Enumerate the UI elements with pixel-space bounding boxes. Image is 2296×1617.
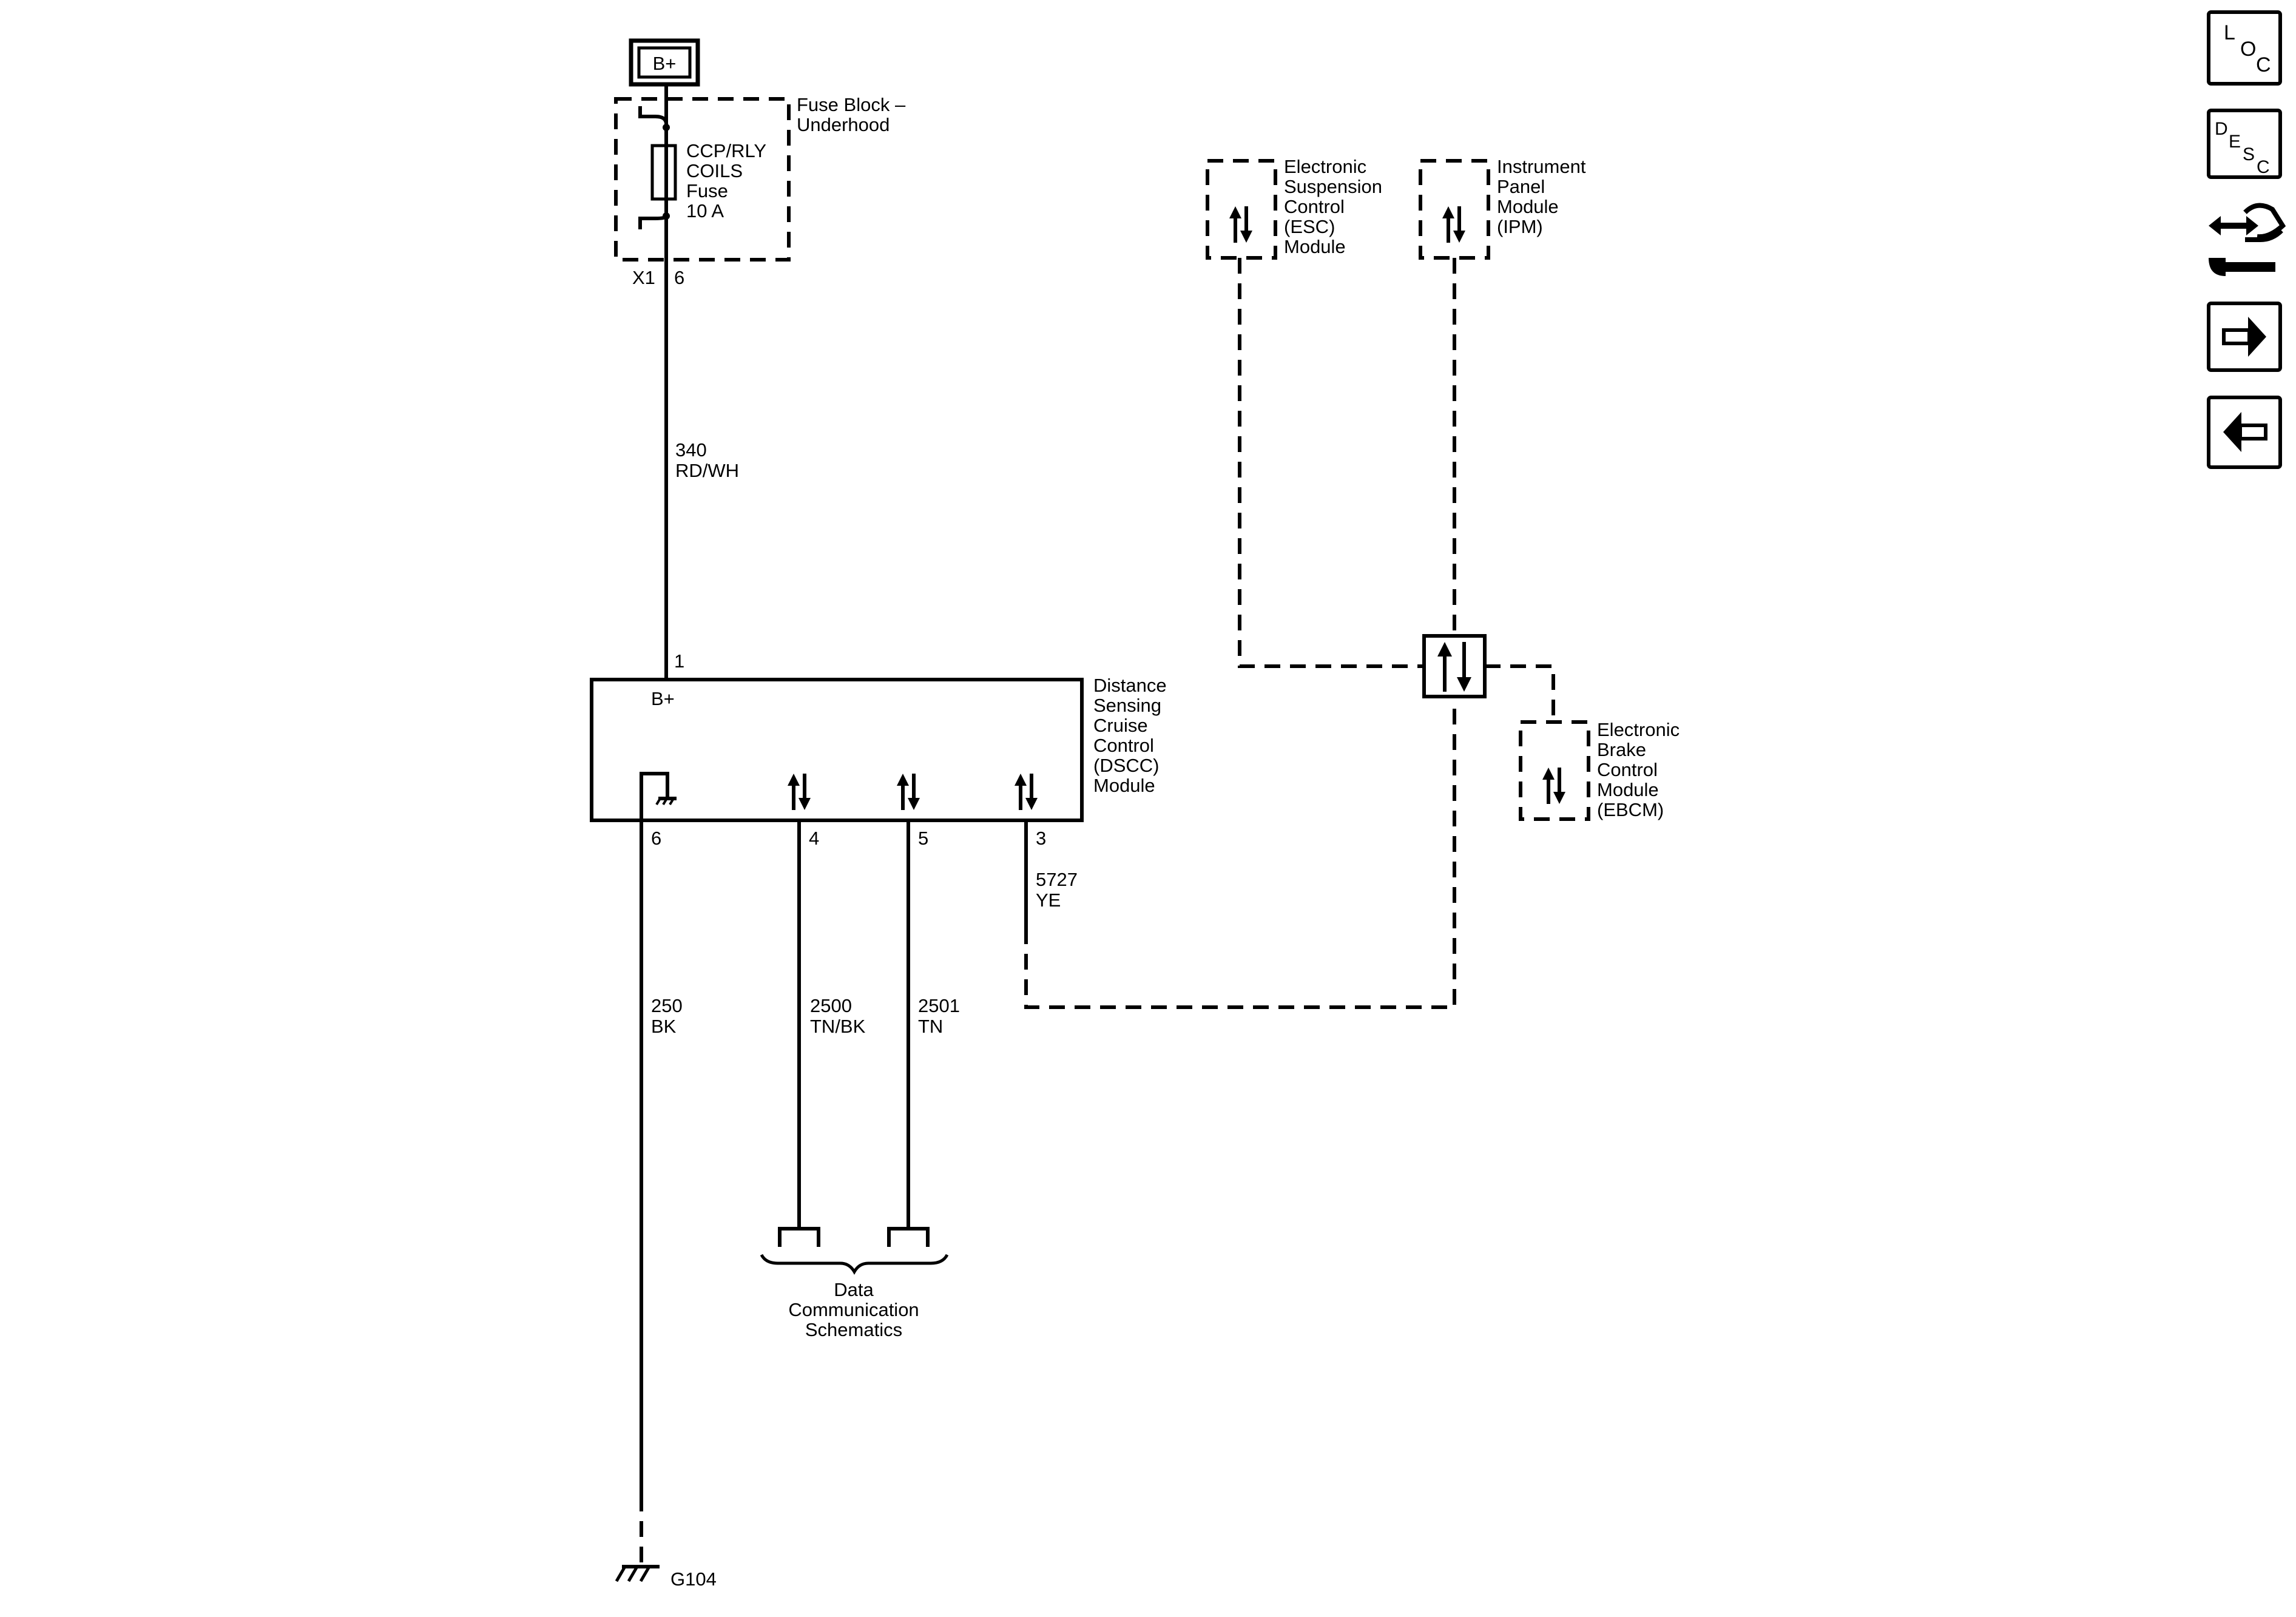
next-page-button[interactable]	[2207, 302, 2282, 372]
ipm-name-2: Panel	[1497, 176, 1545, 197]
fuse-block-underhood: Fuse Block – Underhood CCP/RLY COILS Fus…	[614, 94, 906, 288]
data-communication-reference: Data Communication Schematics	[760, 1254, 949, 1340]
description-view-icon: D E S C	[2215, 119, 2270, 177]
fuse-label-1: CCP/RLY	[686, 140, 766, 161]
wire-5727-color: YE	[1036, 890, 1061, 911]
dscc-name-1: Distance	[1093, 675, 1167, 696]
fuse-label-4: 10 A	[686, 200, 724, 221]
wire-2501-tn: 2501 TN	[887, 820, 960, 1247]
ground-label: G104	[670, 1568, 717, 1590]
fuse-block-name-1: Fuse Block –	[797, 94, 906, 115]
dscc-pin-can-high: 4	[809, 828, 819, 849]
svg-text:C: C	[2257, 157, 2270, 177]
esc-name-1: Electronic	[1284, 156, 1366, 177]
ipm-name-4: (IPM)	[1497, 216, 1543, 237]
power-source-b-plus: B+	[629, 38, 700, 87]
ebcm-module: Electronic Brake Control Module (EBCM)	[1519, 719, 1680, 821]
dscc-pin-can-low: 5	[918, 828, 928, 849]
serial-data-icon	[1015, 774, 1038, 810]
dscc-name-2: Sensing	[1093, 695, 1161, 716]
data-comm-label-3: Schematics	[805, 1319, 902, 1340]
svg-text:D: D	[2215, 119, 2228, 139]
wire-5727-circuit: 5727	[1036, 869, 1078, 890]
ground-g104: G104	[615, 1565, 717, 1590]
location-view-icon: L O C	[2224, 21, 2271, 76]
chassis-ground-icon	[615, 1565, 660, 1582]
esc-name-2: Suspension	[1284, 176, 1382, 197]
ebcm-name-3: Control	[1597, 759, 1658, 780]
dscc-power-label: B+	[651, 688, 675, 709]
serial-data-icon	[1542, 768, 1565, 804]
ebcm-name-1: Electronic	[1597, 719, 1680, 740]
data-comm-label-1: Data	[834, 1279, 874, 1300]
ebcm-name-5: (EBCM)	[1597, 799, 1664, 820]
serial-data-icon	[897, 774, 920, 810]
fuse-label-2: COILS	[686, 160, 743, 181]
serial-data-splice	[1422, 634, 1487, 698]
connector-wrench-icon	[2209, 203, 2286, 276]
data-comm-label-2: Communication	[788, 1299, 919, 1320]
wire-5727-ye: 5727 YE	[1024, 699, 1456, 1009]
svg-text:S: S	[2243, 144, 2255, 164]
esc-name-5: Module	[1284, 236, 1346, 257]
dscc-pin-power: 1	[674, 650, 684, 672]
esc-name-3: Control	[1284, 196, 1345, 217]
wire-250-bk: 250 BK	[640, 820, 683, 1562]
dscc-name-5: (DSCC)	[1093, 755, 1160, 776]
fuse-block-name-2: Underhood	[797, 114, 890, 135]
ipm-name-3: Module	[1497, 196, 1559, 217]
ebcm-name-2: Brake	[1597, 739, 1646, 760]
connector-view-button[interactable]	[2209, 200, 2286, 282]
serial-data-icon	[788, 774, 811, 810]
serial-data-icon	[1442, 206, 1465, 243]
svg-text:C: C	[2256, 53, 2271, 76]
serial-data-icon	[1229, 206, 1252, 243]
esc-module: Electronic Suspension Control (ESC) Modu…	[1206, 156, 1382, 260]
ebcm-name-4: Module	[1597, 779, 1659, 800]
dscc-module: 1 B+ Distance Sensing Cruise Control (DS…	[590, 650, 1167, 849]
internal-ground-icon	[640, 772, 677, 820]
arrow-left-icon	[2223, 412, 2267, 452]
desc-view-button[interactable]: D E S C	[2207, 109, 2282, 179]
wire-250-color: BK	[651, 1016, 677, 1037]
wire-2500-circuit: 2500	[810, 995, 852, 1016]
arrow-right-icon	[2222, 317, 2266, 357]
fuse-label-3: Fuse	[686, 180, 728, 201]
dscc-pin-serial: 3	[1036, 828, 1046, 849]
fuse-connector-label: X1	[632, 267, 655, 288]
wire-2500-color: TN/BK	[810, 1016, 866, 1037]
dscc-name-6: Module	[1093, 775, 1155, 796]
serial-data-icon	[1437, 642, 1471, 692]
dscc-name-3: Cruise	[1093, 715, 1148, 736]
wire-340-color: RD/WH	[675, 460, 739, 481]
dscc-pin-ground: 6	[651, 828, 661, 849]
ipm-name-1: Instrument	[1497, 156, 1586, 177]
fuse-pin-label: 6	[674, 267, 684, 288]
ipm-module: Instrument Panel Module (IPM)	[1419, 156, 1586, 260]
fuse-icon	[650, 144, 677, 201]
svg-text:B+: B+	[653, 53, 677, 74]
wire-250-circuit: 250	[651, 995, 683, 1016]
wire-2501-color: TN	[918, 1016, 943, 1037]
svg-text:E: E	[2229, 132, 2241, 152]
wire-2500-tn-bk: 2500 TN/BK	[778, 820, 866, 1247]
svg-text:O: O	[2240, 38, 2256, 61]
wire-2501-circuit: 2501	[918, 995, 960, 1016]
svg-text:L: L	[2224, 21, 2235, 44]
loc-view-button[interactable]: L O C	[2207, 10, 2282, 86]
previous-page-button[interactable]	[2207, 396, 2282, 469]
esc-name-4: (ESC)	[1284, 216, 1335, 237]
dscc-name-4: Control	[1093, 735, 1154, 756]
wire-340-rd-wh: 340 RD/WH	[664, 216, 739, 680]
wire-340-circuit: 340	[675, 439, 707, 461]
